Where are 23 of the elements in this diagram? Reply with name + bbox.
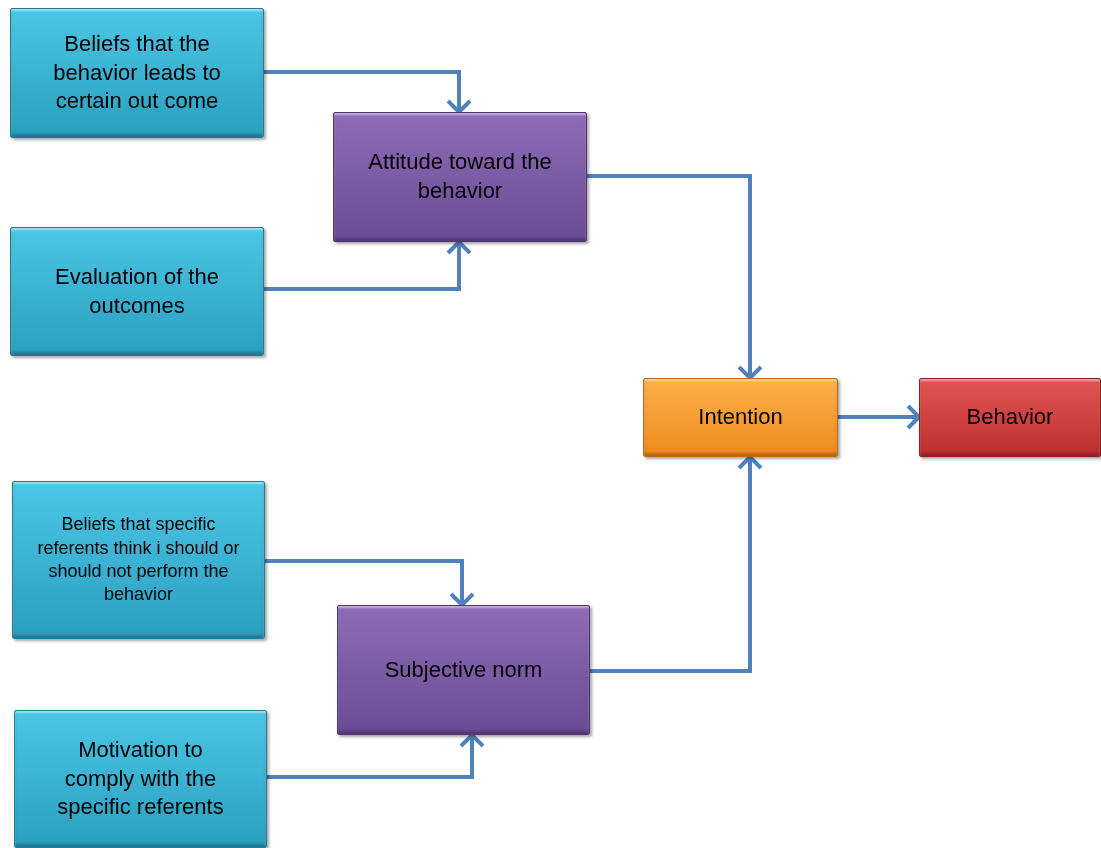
box-label: Motivation to comply with the specific referents [56,736,225,822]
box-label: Attitude toward the behavior [367,148,553,205]
arrow [264,70,472,114]
input-box [14,710,267,848]
behavior-box [919,378,1101,457]
box-label: Evaluation of the outcomes [54,262,220,320]
intention-box [643,378,838,457]
arrow [590,455,763,673]
arrow [587,174,763,380]
construct-box [337,605,590,735]
construct-box [333,112,587,242]
input-box [12,481,265,639]
box-label: Intention [698,403,783,432]
input-box [10,8,264,138]
arrow [838,404,921,430]
arrow [264,240,472,291]
input-box [10,227,264,356]
box-label: Behavior [966,403,1054,432]
arrow [265,559,475,607]
arrow [267,733,485,779]
box-label: Beliefs that specific referents think i should or should not perform the behavior [36,513,241,607]
box-label: Beliefs that the behavior leads to certain out come [52,30,222,116]
box-label: Subjective norm [384,655,543,684]
